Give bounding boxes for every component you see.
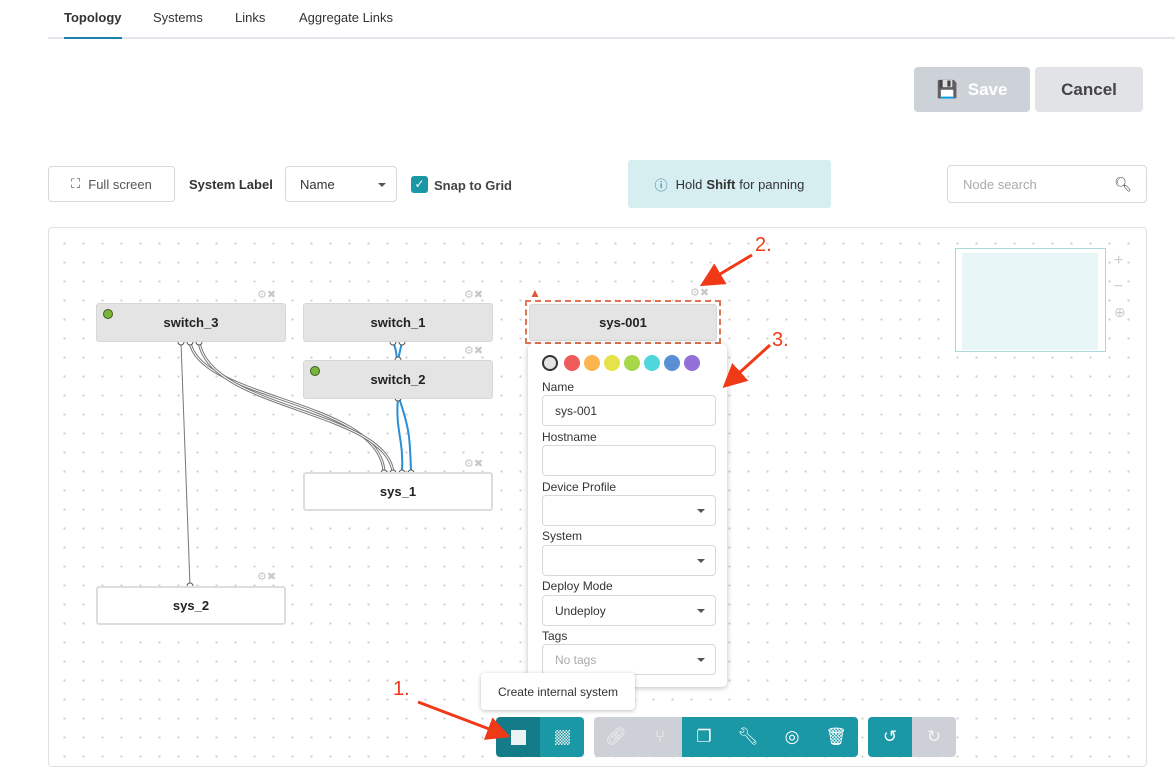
recenter-icon[interactable]: ⊕ [1114,304,1126,320]
tab-bar: Topology Systems Links Aggregate Links [48,0,1175,39]
node-switch-2[interactable]: switch_2 [303,360,493,399]
info-icon: ⓘ [654,177,668,193]
color-swatch-gray[interactable] [542,355,558,371]
clone-button[interactable]: ❐ [682,717,726,757]
color-swatch-orange[interactable] [584,355,600,371]
link-button[interactable]: 🔗︎ [594,717,638,757]
zoom-out-icon[interactable]: − [1114,278,1124,295]
target-icon: ◎ [784,727,800,746]
properties-button[interactable]: 🔧︎ [726,717,770,757]
color-swatch-purple[interactable] [684,355,700,371]
status-dot [103,309,113,319]
color-swatch-cyan[interactable] [644,355,660,371]
cancel-button[interactable]: Cancel [1035,67,1143,112]
gear-close-icon[interactable]: ⚙✖ [257,289,277,301]
system-label-label: System Label [189,177,273,192]
warning-icon: ▲ [529,286,541,300]
redo-button[interactable]: ↻ [912,717,956,757]
branch-icon: ⑂ [654,727,666,746]
tab-topology[interactable]: Topology [64,10,122,39]
color-swatch-green[interactable] [624,355,640,371]
selected-outline [525,300,721,344]
tooltip: Create internal system [481,673,635,710]
snap-checkbox[interactable]: ✓ [411,176,428,193]
edit-toolbar-group: 🔗︎ ⑂ ❐ 🔧︎ ◎ 🗑︎ [594,717,858,757]
tab-systems[interactable]: Systems [153,10,203,25]
save-button[interactable]: 💾Save [914,67,1030,112]
color-swatch-red[interactable] [564,355,580,371]
link-icon: 🔗︎ [605,727,627,746]
undo-button[interactable]: ↺ [868,717,912,757]
branch-button[interactable]: ⑂ [638,717,682,757]
node-sys-2[interactable]: sys_2 [96,586,286,625]
annotation-2: 2. [755,234,772,256]
clone-icon: ❐ [696,727,712,746]
search-icon: 🔍︎ [1114,175,1132,192]
annotation-3: 3. [772,329,789,351]
link [398,397,412,473]
system-label-select[interactable]: Name [285,166,397,202]
node-sys-001[interactable]: sys-001 [529,304,717,341]
system-label: System [542,529,583,543]
deploy-mode-label: Deploy Mode [542,579,613,593]
wrench-icon: 🔧︎ [737,727,759,746]
node-switch-1[interactable]: switch_1 [303,303,493,342]
gear-close-icon[interactable]: ⚙✖ [257,571,277,583]
zoom-in-icon[interactable]: + [1114,252,1124,269]
chevron-down-icon [378,183,386,191]
node-switch-3[interactable]: switch_3 [96,303,286,342]
color-swatch-yellow[interactable] [604,355,620,371]
status-dot [310,366,320,376]
name-input[interactable]: sys-001 [542,395,716,426]
gear-close-icon[interactable]: ⚙✖ [464,458,484,470]
link [396,397,404,473]
gear-close-icon[interactable]: ⚙✖ [464,289,484,301]
node-properties-popover: Name sys-001 Hostname Device Profile Sys… [528,344,727,687]
device-profile-label: Device Profile [542,480,617,494]
name-label: Name [542,380,575,394]
tab-aggregate-links[interactable]: Aggregate Links [299,10,393,25]
checkered-square-icon [554,729,570,745]
node-sys-1[interactable]: sys_1 [303,472,493,511]
tab-links[interactable]: Links [235,10,266,25]
hostname-input[interactable] [542,445,716,476]
node-search-input[interactable]: Node search🔍︎ [947,165,1147,203]
expand-icon: ⛶ [71,176,81,191]
minimap[interactable] [955,248,1106,352]
link [180,341,191,587]
redo-icon: ↻ [926,727,942,746]
tags-label: Tags [542,629,568,643]
create-external-system-button[interactable] [540,717,584,757]
gear-close-icon[interactable]: ⚙✖ [464,345,484,357]
hostname-label: Hostname [542,430,597,444]
device-profile-select[interactable] [542,495,716,526]
snap-label: Snap to Grid [434,178,512,193]
trash-icon: 🗑︎ [825,727,847,746]
deploy-mode-select[interactable]: Undeploy [542,595,716,626]
annotation-1: 1. [393,678,410,700]
fullscreen-button[interactable]: ⛶Full screen [48,166,175,202]
delete-button[interactable]: 🗑︎ [814,717,858,757]
history-toolbar-group: ↺ ↻ [868,717,956,757]
undo-icon: ↺ [882,727,898,746]
target-button[interactable]: ◎ [770,717,814,757]
color-swatch-blue[interactable] [664,355,680,371]
save-icon: 💾 [936,79,958,99]
system-select[interactable] [542,545,716,576]
gear-close-icon[interactable]: ⚙✖ [690,287,710,299]
square-icon [510,729,526,745]
